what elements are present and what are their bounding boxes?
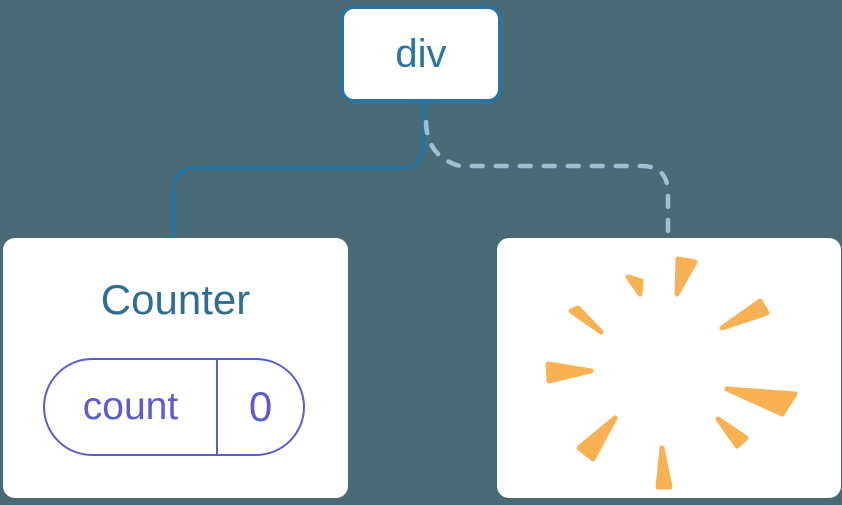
state-name-label: count [82, 385, 179, 428]
counter-component-title: Counter [100, 276, 251, 323]
root-node-label: div [395, 31, 447, 76]
state-value-label: 0 [216, 360, 303, 454]
state-pill: count 0 [43, 358, 305, 456]
counter-component-card: Counter count 0 [3, 238, 348, 498]
root-node-div: div [340, 5, 502, 103]
removed-component-card [497, 238, 841, 498]
poof-starburst-icon [545, 256, 798, 490]
connector-solid-link [172, 99, 425, 240]
connector-dashed-link [423, 119, 671, 241]
